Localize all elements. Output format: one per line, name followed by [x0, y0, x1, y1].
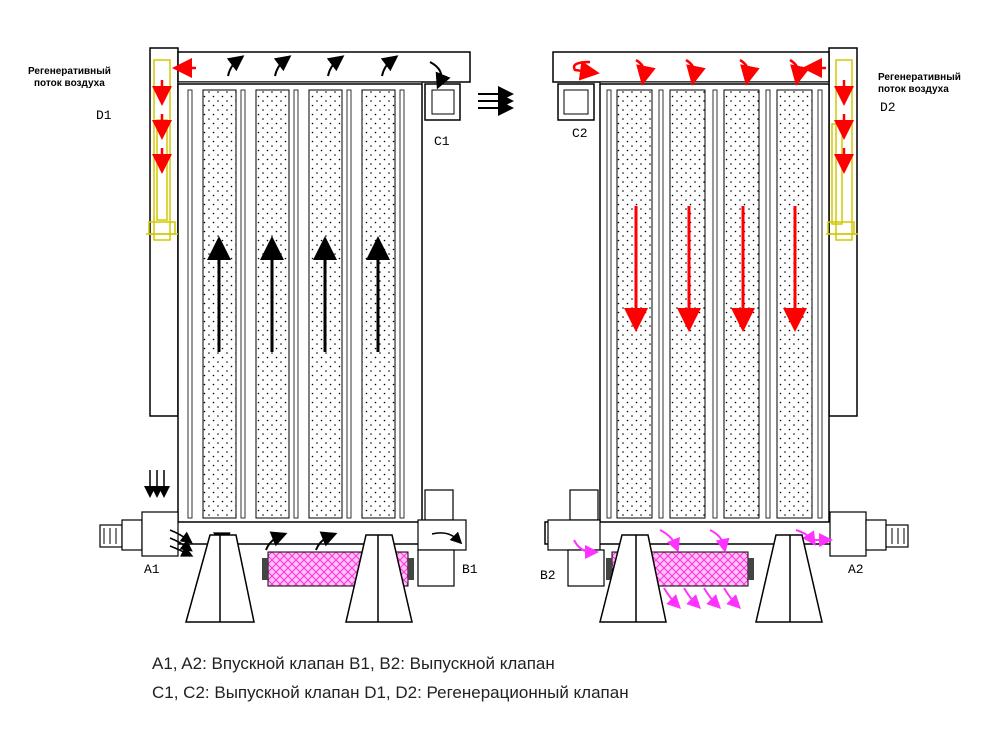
label-b2: B2 [540, 568, 556, 583]
left-inlet-arrows [144, 470, 170, 498]
left-dryer-unit [99, 47, 514, 623]
left-upward-flow-arrows [207, 236, 390, 352]
right-dryer-unit [544, 47, 909, 623]
left-regen-label-line2: поток воздуха [34, 78, 105, 89]
left-top-manifold [177, 51, 471, 83]
label-c2: C2 [572, 126, 588, 141]
right-desiccant-columns [606, 89, 823, 519]
right-side-column [828, 47, 858, 417]
dryer-diagram [99, 47, 909, 623]
right-regen-flow-label: Регенеративный поток воздуха [878, 72, 961, 96]
right-exhaust-valve-b2 [547, 489, 605, 587]
left-regen-label-line1: Регенеративный [28, 66, 111, 77]
left-inlet-valve-a1 [99, 511, 179, 557]
label-a1: A1 [144, 562, 160, 577]
label-a2: A2 [848, 562, 864, 577]
left-exhaust-valve-b1 [417, 489, 467, 587]
right-outlet-valve-c2 [557, 83, 595, 121]
right-regen-label-line1: Регенеративный [878, 72, 961, 83]
left-regen-flow-label: Регенеративный поток воздуха [28, 66, 111, 90]
legend-line-2: C1, C2: Выпускной клапан D1, D2: Регенер… [152, 683, 629, 702]
label-d1: D1 [96, 108, 112, 123]
legend-line-1: A1, A2: Впускной клапан B1, B2: Выпускно… [152, 654, 555, 673]
right-inlet-valve-a2 [829, 511, 909, 557]
outlet-air-arrows [478, 86, 514, 116]
right-support-legs [599, 534, 823, 623]
label-c1: C1 [434, 134, 450, 149]
label-b1: B1 [462, 562, 478, 577]
right-regen-label-line2: поток воздуха [878, 84, 949, 95]
left-support-legs [185, 534, 413, 623]
right-top-regen-arrows [572, 58, 826, 86]
right-downward-regen-arrows [624, 206, 807, 332]
label-d2: D2 [880, 100, 896, 115]
left-top-flow-arrows [226, 55, 451, 90]
left-bottom-manifold [139, 521, 466, 545]
left-outlet-valve-c1 [424, 83, 461, 121]
right-top-manifold [552, 51, 830, 83]
left-desiccant-columns [187, 89, 405, 519]
